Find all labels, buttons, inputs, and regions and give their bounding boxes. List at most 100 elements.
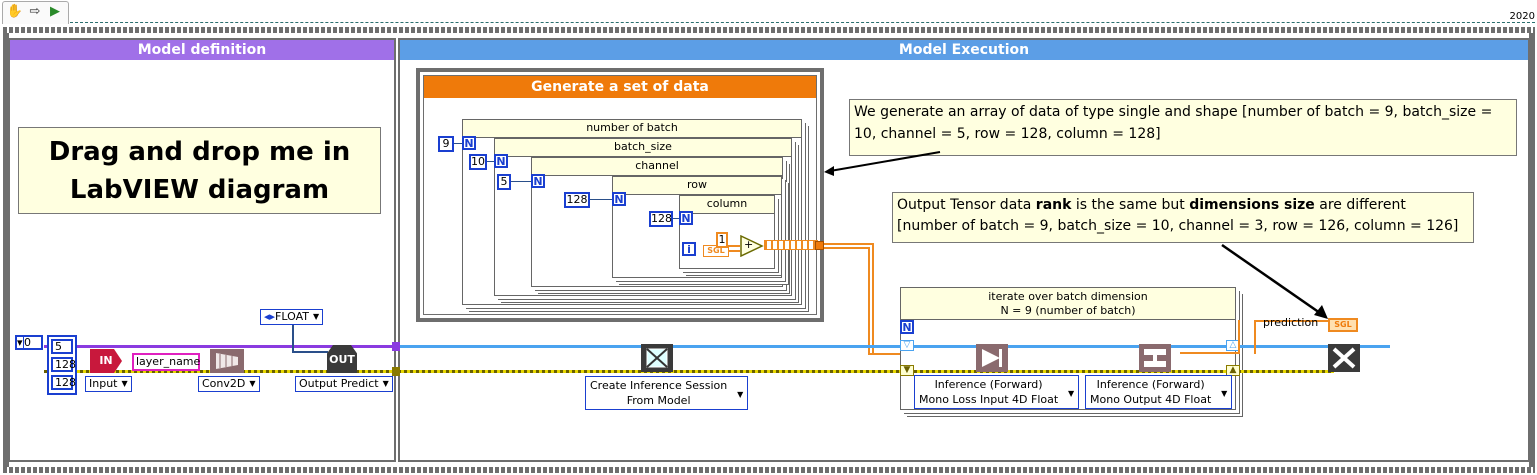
note1-arrow (824, 151, 941, 176)
row-n-terminal[interactable]: N (612, 192, 626, 206)
hand-icon[interactable]: ✋ (6, 4, 24, 19)
model-tunnel (392, 342, 400, 351)
model-wire (44, 345, 400, 348)
drag-note-line2: LabVIEW diagram (69, 175, 330, 205)
toolbar-frame (2, 1, 69, 24)
input-layer-node[interactable]: IN (90, 349, 122, 373)
loop-channel-label: channel (532, 158, 782, 176)
output-predict-dropdown[interactable]: Output Predict▼ (295, 376, 393, 392)
create-session-dropdown[interactable]: Create Inference Session From Model ▼ (585, 376, 749, 410)
version-label: 2020 (1509, 11, 1535, 22)
inference-loss-node[interactable] (976, 344, 1008, 372)
output-tensor-note-line1: Output Tensor data rank is the same but … (897, 197, 1406, 213)
wire (1180, 352, 1238, 354)
float-enum[interactable]: ◂▸FLOAT▼ (260, 309, 324, 325)
wire (729, 250, 740, 252)
const-one[interactable]: 1 (716, 232, 728, 248)
wire (590, 199, 612, 200)
array-output-tunnel[interactable] (815, 241, 824, 250)
create-session-node[interactable] (641, 344, 673, 372)
generate-data-title: Generate a set of data (424, 76, 816, 98)
wire (824, 243, 874, 245)
drag-drop-note[interactable]: Drag and drop me in LabVIEW diagram (18, 127, 381, 214)
shape-note[interactable]: We generate an array of data of type sin… (849, 99, 1517, 156)
drag-note-line1: Drag and drop me in (48, 137, 351, 167)
wire (292, 351, 328, 353)
arrow-right-icon[interactable]: ⇨ (29, 4, 41, 19)
toolbar-divider (70, 22, 1535, 23)
inference-loss-icon (982, 349, 1002, 367)
error-wire (44, 370, 1334, 373)
shape-dim-2[interactable]: 128 (51, 357, 76, 372)
iterate-loop-header: iterate over batch dimension N = 9 (numb… (901, 288, 1235, 320)
model-definition-title: Model definition (10, 40, 394, 60)
inference-loss-dropdown[interactable]: Inference (Forward) Mono Loss Input 4D F… (914, 375, 1080, 409)
wire (868, 353, 902, 355)
column-n-terminal[interactable]: N (679, 211, 693, 225)
output-tensor-note[interactable]: Output Tensor data rank is the same but … (892, 192, 1474, 243)
conv2d-dropdown[interactable]: Conv2D▼ (198, 376, 260, 392)
wire (729, 245, 740, 247)
wire (1254, 320, 1328, 322)
shape-note-text: We generate an array of data of type sin… (854, 104, 1493, 142)
loop-row-label: row (613, 177, 781, 195)
batch-count-const[interactable]: 9 (438, 136, 454, 152)
conv2d-node[interactable] (210, 349, 244, 373)
channel-const[interactable]: 5 (497, 174, 511, 190)
add-symbol: + (744, 238, 754, 251)
session-wire (400, 345, 1390, 348)
channel-n-terminal[interactable]: N (531, 174, 545, 188)
batch-size-n-terminal[interactable]: N (494, 154, 508, 168)
wire (454, 143, 462, 144)
output-tunnels (764, 240, 818, 250)
wire (487, 161, 494, 162)
column-i-terminal[interactable]: i (682, 242, 696, 256)
loop-batch-size-label: batch_size (495, 139, 791, 157)
output-tensor-note-line2: [number of batch = 9, batch_size = 10, c… (897, 218, 1459, 234)
create-session-icon (646, 348, 668, 368)
iterate-loop-line1: iterate over batch dimension (988, 290, 1148, 303)
inference-output-icon (1144, 349, 1166, 367)
wire (1254, 320, 1256, 354)
wire (511, 181, 531, 182)
input-dropdown[interactable]: Input▼ (85, 376, 132, 392)
batch-size-const[interactable]: 10 (469, 154, 487, 170)
error-shift-register-left[interactable]: ▼ (900, 365, 914, 376)
iterate-n-terminal[interactable]: N (900, 320, 914, 334)
column-const[interactable]: 128 (649, 211, 673, 227)
wire (824, 247, 870, 249)
error-tunnel (392, 367, 400, 376)
toolbar: ✋ ⇨ ▶ 2020 (0, 0, 1537, 26)
output-layer-node[interactable]: OUT (327, 345, 357, 373)
wire (1238, 320, 1240, 354)
iterate-loop-line2: N = 9 (number of batch) (1000, 304, 1136, 317)
shape-dim-1[interactable]: 5 (51, 339, 73, 354)
release-session-icon (1332, 347, 1356, 369)
prediction-label: prediction (1263, 316, 1319, 329)
loop-column-label: column (680, 196, 774, 214)
shape-dim-3[interactable]: 128 (51, 375, 76, 390)
wire (673, 218, 679, 219)
wire (872, 243, 874, 355)
session-shift-register-left[interactable]: ▽ (900, 340, 914, 351)
model-definition-frame: Model definition (8, 38, 396, 462)
batch-n-terminal[interactable]: N (462, 136, 476, 150)
shape-array-const[interactable]: 5 128 128 (47, 335, 77, 395)
add-node[interactable] (740, 235, 764, 257)
loop-number-of-batch-label: number of batch (463, 120, 801, 138)
wire (868, 247, 870, 355)
conv2d-icon (216, 353, 238, 369)
inference-output-node[interactable] (1139, 344, 1171, 372)
inference-output-dropdown[interactable]: Inference (Forward) Mono Output 4D Float… (1085, 375, 1233, 409)
model-execution-title: Model Execution (400, 40, 1528, 60)
release-session-node[interactable] (1328, 344, 1360, 372)
wire (292, 325, 294, 352)
row-const[interactable]: 128 (564, 192, 590, 208)
prediction-indicator[interactable]: SGL (1328, 318, 1358, 332)
error-shift-register-right[interactable]: ▲ (1226, 365, 1240, 376)
note2-arrow (1221, 243, 1328, 319)
index-value: 0 (24, 336, 31, 349)
index-const[interactable]: ▾0 (15, 335, 43, 350)
layer-name-const[interactable]: layer_name (132, 353, 200, 371)
run-icon[interactable]: ▶ (50, 4, 60, 19)
